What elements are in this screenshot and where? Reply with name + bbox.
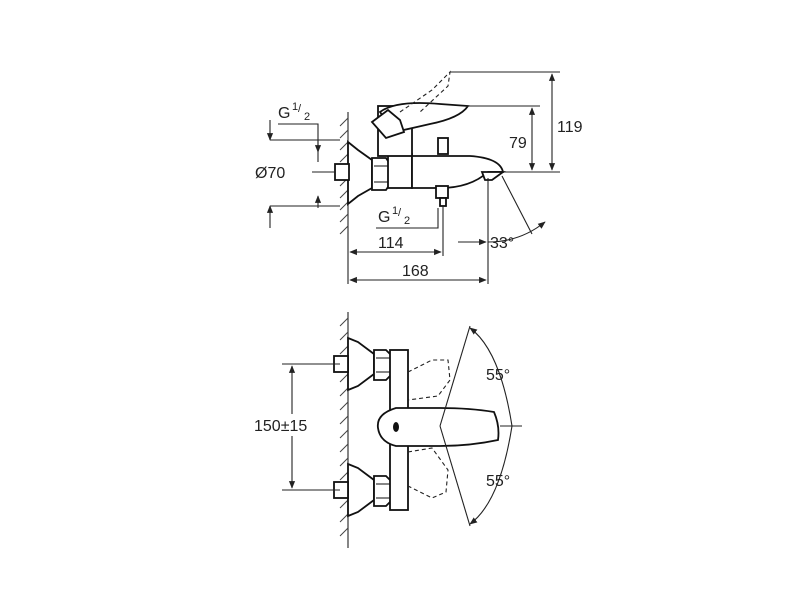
dim-79: 79 (509, 107, 536, 171)
side-handle (370, 70, 560, 140)
side-view: 119 79 Ø70 G 1 / 2 G 1 (255, 70, 583, 284)
svg-text:G: G (278, 105, 290, 122)
svg-text:2: 2 (304, 111, 310, 123)
front-wall (339, 312, 349, 548)
svg-text:1: 1 (392, 205, 398, 217)
dim-119: 119 (548, 73, 583, 171)
angle-top-label: 55° (486, 367, 510, 384)
front-handle (376, 407, 500, 447)
svg-text:/: / (298, 103, 302, 115)
dim-33: 33° (458, 221, 546, 252)
dim-168-label: 168 (402, 263, 429, 280)
thread-label-bottom: G 1 / 2 (376, 205, 439, 229)
front-connection-top (333, 336, 393, 392)
side-escutcheon (334, 140, 391, 206)
svg-text:1: 1 (292, 101, 298, 113)
svg-text:2: 2 (404, 215, 410, 227)
dim-168: 168 (349, 263, 487, 284)
dim-114: 114 (349, 235, 442, 256)
dim-spacing: 150±15 (252, 363, 340, 491)
dim-33-label: 33° (490, 235, 514, 252)
swing-arcs: 55° 55° (439, 325, 522, 527)
front-view: 55° 55° 150±15 (252, 312, 522, 548)
dim-diameter: Ø70 (255, 120, 340, 228)
svg-text:G: G (378, 209, 390, 226)
svg-text:/: / (398, 207, 402, 219)
dim-119-label: 119 (557, 119, 583, 136)
dim-79-label: 79 (509, 135, 527, 152)
front-connection-bottom (333, 462, 393, 518)
dim-114-label: 114 (378, 235, 404, 252)
thread-label-top: G 1 / 2 (278, 101, 319, 162)
dim-spacing-label: 150±15 (254, 418, 307, 435)
dim-diameter-label: Ø70 (255, 165, 285, 182)
angle-bottom-label: 55° (486, 473, 510, 490)
